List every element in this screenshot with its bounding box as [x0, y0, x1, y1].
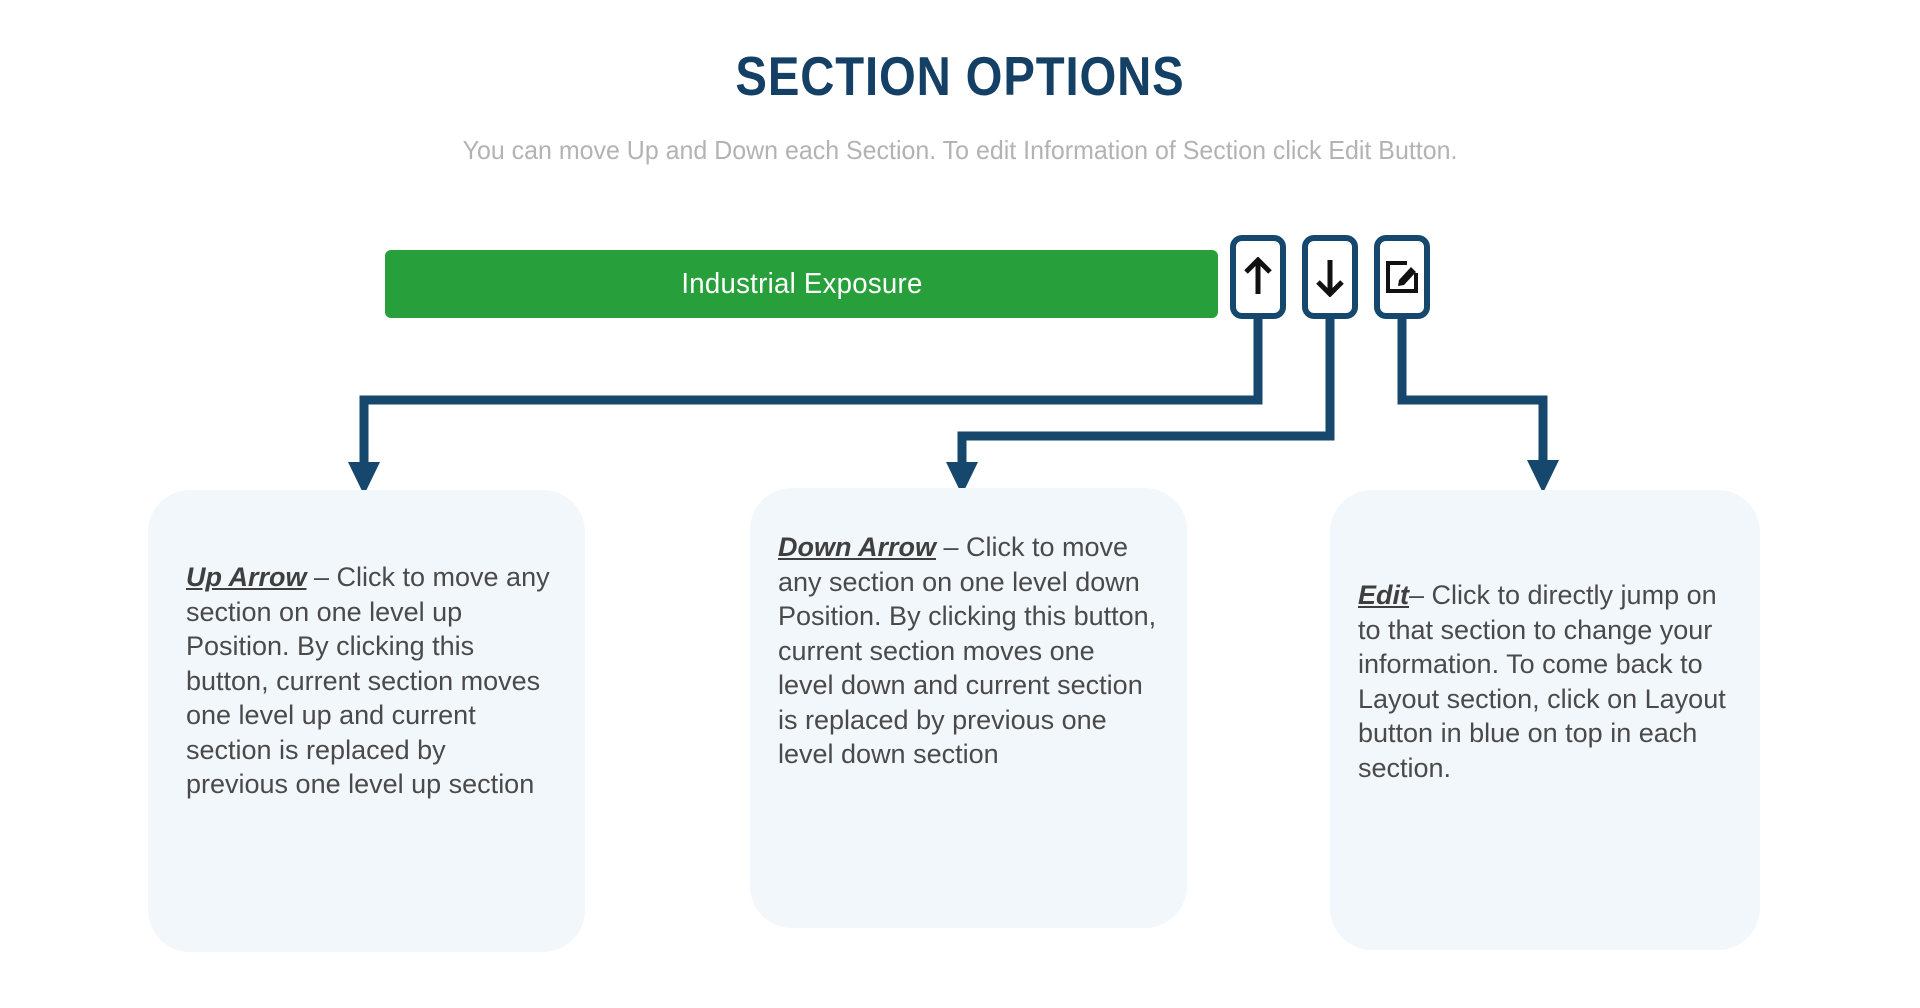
card-down-term: Down Arrow: [778, 532, 936, 562]
up-arrow-button[interactable]: [1230, 235, 1286, 319]
info-card-up-arrow: Up Arrow – Click to move any section on …: [148, 490, 585, 952]
info-card-edit: Edit– Click to directly jump on to that …: [1330, 490, 1760, 950]
info-card-down-arrow: Down Arrow – Click to move any section o…: [750, 488, 1187, 928]
connector-down: [957, 319, 1335, 472]
arrow-down-icon: [1315, 257, 1345, 297]
arrowhead-edit-card: [1527, 460, 1559, 493]
edit-pencil-icon: [1385, 260, 1419, 294]
connector-up: [359, 319, 1263, 472]
card-up-body: – Click to move any section on one level…: [186, 562, 550, 800]
card-edit-body: – Click to directly jump on to that sect…: [1358, 580, 1726, 783]
down-arrow-button[interactable]: [1302, 235, 1358, 319]
connector-edit: [1397, 319, 1548, 470]
page-subtitle: You can move Up and Down each Section. T…: [462, 135, 1458, 165]
edit-button[interactable]: [1374, 235, 1430, 319]
page-title: SECTION OPTIONS: [735, 45, 1185, 107]
card-down-body: – Click to move any section on one level…: [778, 532, 1157, 770]
arrow-up-icon: [1243, 257, 1273, 297]
card-up-text: Up Arrow – Click to move any section on …: [186, 560, 555, 802]
card-edit-term: Edit: [1358, 580, 1409, 610]
card-down-text: Down Arrow – Click to move any section o…: [778, 530, 1157, 772]
section-bar[interactable]: Industrial Exposure: [385, 250, 1218, 318]
section-bar-label: Industrial Exposure: [680, 267, 923, 300]
card-up-term: Up Arrow: [186, 562, 307, 592]
card-edit-text: Edit– Click to directly jump on to that …: [1358, 578, 1738, 785]
